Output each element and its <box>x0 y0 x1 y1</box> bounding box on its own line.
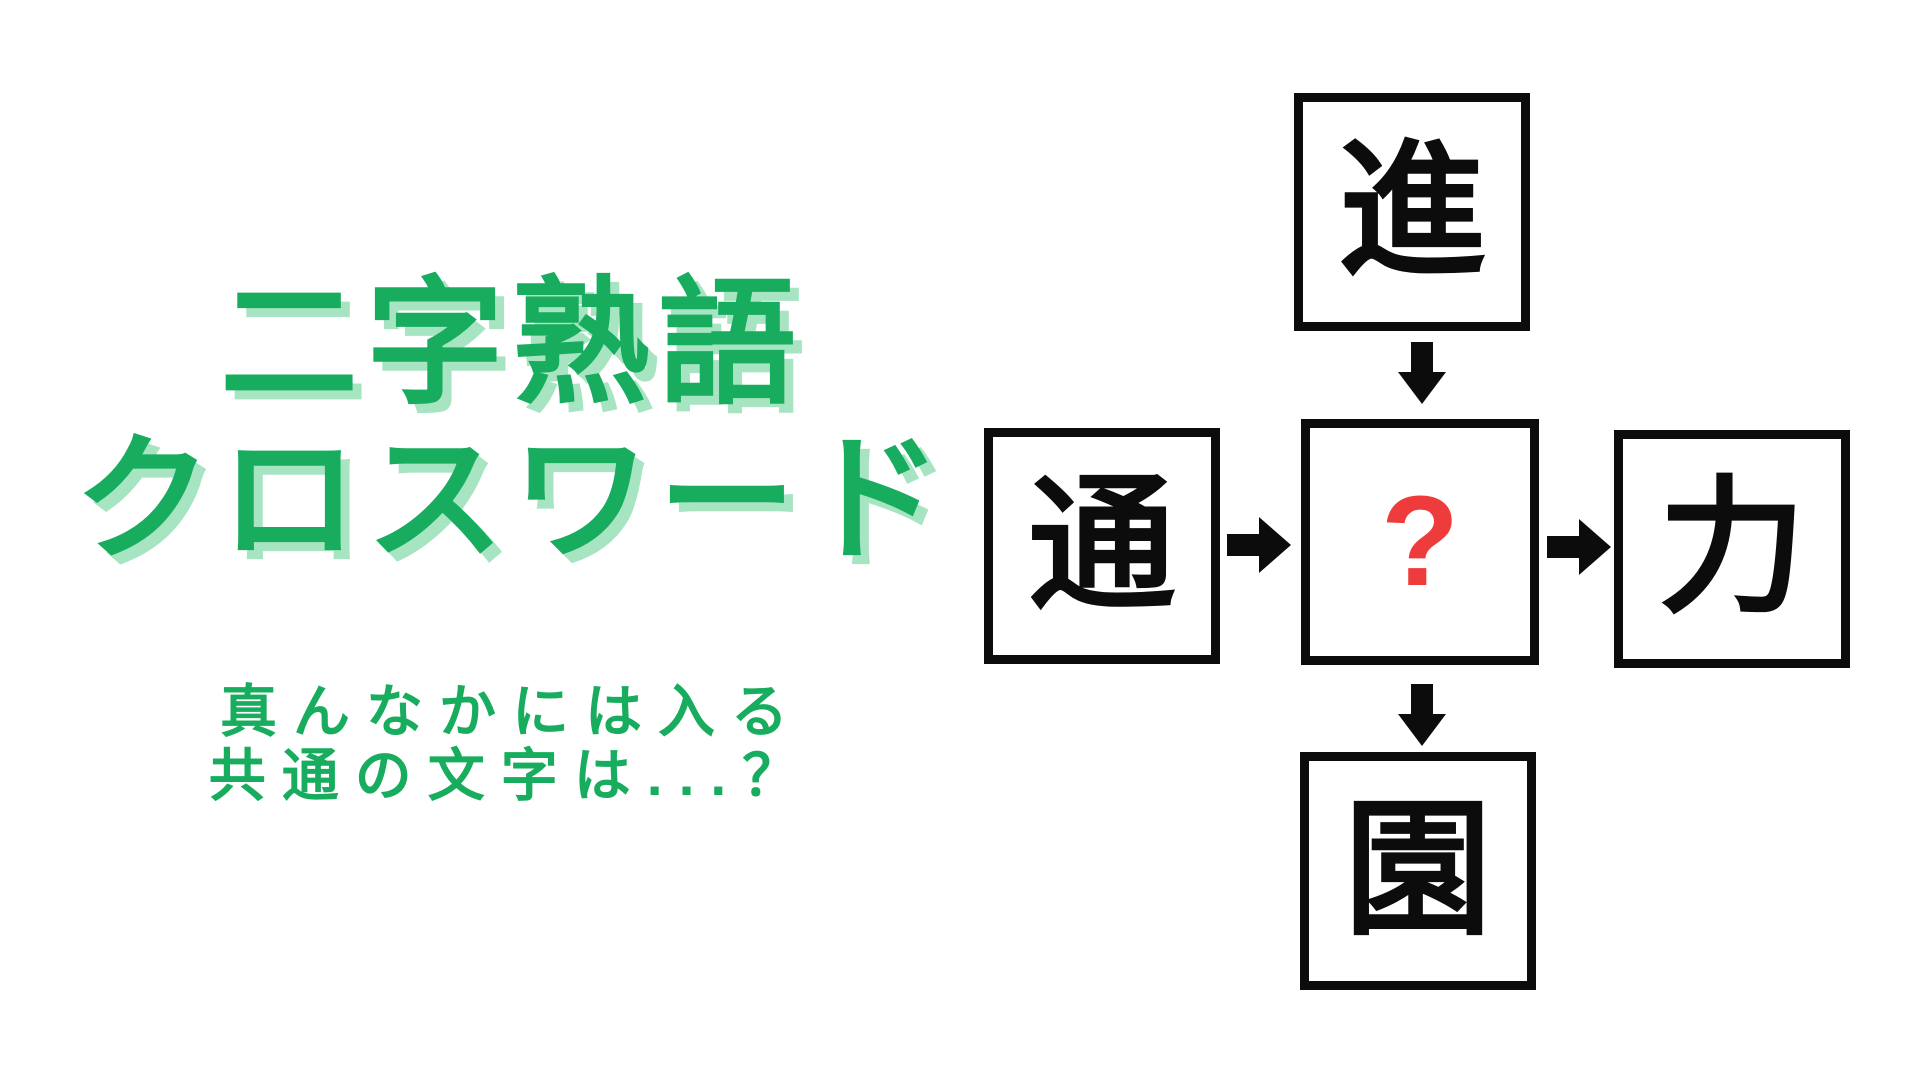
arrow-right-icon <box>1547 517 1611 577</box>
question-mark: ? <box>1380 470 1460 613</box>
title-line-2: クロスワード <box>73 423 950 577</box>
title-line-1: 二字熟語 <box>219 267 804 421</box>
subtitle: 真んなかには入る 共通の文字は...？ <box>32 680 992 808</box>
cell-left-kanji: 通 <box>1028 463 1176 628</box>
arrow-down-icon <box>1398 342 1446 404</box>
main-title: 二字熟語 クロスワード <box>32 266 992 578</box>
cell-bottom-kanji: 園 <box>1344 788 1492 953</box>
cell-center-answer: ? <box>1301 419 1539 665</box>
subtitle-line-2: 共通の文字は...？ <box>208 744 816 808</box>
cell-right-kanji: 力 <box>1658 466 1806 631</box>
cell-left: 通 <box>984 428 1220 664</box>
cell-top: 進 <box>1294 93 1530 331</box>
subtitle-line-1: 真んなかには入る <box>220 680 804 744</box>
cell-top-kanji: 進 <box>1338 129 1486 294</box>
arrow-down-icon <box>1398 684 1446 746</box>
cell-right: 力 <box>1614 430 1850 668</box>
arrow-right-icon <box>1227 515 1291 575</box>
cell-bottom: 園 <box>1300 752 1536 990</box>
